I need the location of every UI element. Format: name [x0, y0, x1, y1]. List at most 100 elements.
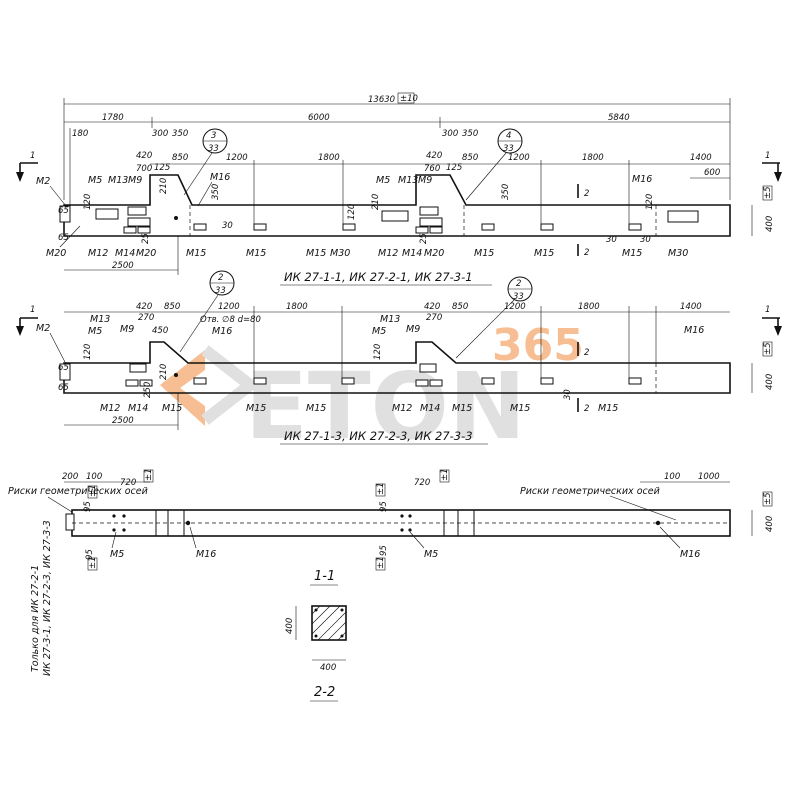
- svg-text:420: 420: [426, 151, 442, 161]
- svg-text:30: 30: [222, 221, 233, 231]
- svg-text:65: 65: [58, 206, 69, 216]
- svg-text:2: 2: [516, 279, 521, 289]
- svg-text:420: 420: [136, 151, 152, 161]
- svg-text:720: 720: [414, 478, 430, 488]
- svg-text:270: 270: [138, 313, 154, 323]
- section-cut-name: 2-2: [314, 685, 335, 700]
- svg-text:100: 100: [664, 472, 680, 482]
- svg-text:М5: М5: [372, 326, 386, 337]
- svg-text:760: 760: [424, 164, 440, 174]
- section-width: 400: [320, 663, 336, 673]
- svg-text:30: 30: [606, 235, 617, 245]
- svg-text:М14: М14: [128, 403, 148, 414]
- part-m30-left: [381, 210, 409, 222]
- svg-text:1: 1: [765, 305, 770, 315]
- beam-2-outline: [63, 341, 731, 394]
- svg-text:350: 350: [501, 184, 511, 200]
- svg-text:М15: М15: [534, 248, 554, 259]
- svg-text:±5: ±5: [763, 492, 773, 505]
- axis-marks-note-right: Риски геометрических осей: [520, 486, 660, 497]
- svg-text:420: 420: [424, 302, 440, 312]
- svg-text:1400: 1400: [690, 153, 712, 163]
- svg-text:120: 120: [373, 344, 383, 360]
- svg-text:М16: М16: [680, 549, 700, 560]
- svg-text:125: 125: [446, 163, 462, 173]
- callout-bubble-1: 3 33: [183, 128, 228, 196]
- svg-text:350: 350: [172, 129, 188, 139]
- svg-text:95: 95: [379, 501, 389, 512]
- svg-text:М15: М15: [162, 403, 182, 414]
- callout-bubble-3: 2 33: [179, 270, 235, 353]
- svg-text:1800: 1800: [318, 153, 340, 163]
- svg-text:±1: ±1: [144, 468, 154, 481]
- end-plate-m2: [59, 205, 71, 223]
- vertical-note-2: ИК 27-3-1, ИК 27-2-3, ИК 27-3-3: [42, 520, 53, 676]
- part-m5: [95, 208, 119, 220]
- view-1-base-dim: 2500: [112, 261, 134, 271]
- svg-text:±5: ±5: [763, 186, 773, 199]
- view-1-labels: М2 М5 М13 М9 М16 М5 М13 М9 М16 М20 М12 М…: [36, 172, 688, 259]
- section-1-1: 1-1 400 400 2-2: [285, 569, 347, 702]
- dim-5840: 5840: [608, 113, 630, 123]
- view-3-dimensions: 200 100 ±1 720 ±1 95 ±1 95 ±1 720 ±1 95 …: [62, 468, 775, 571]
- svg-text:М15: М15: [598, 403, 618, 414]
- svg-text:33: 33: [208, 144, 219, 154]
- svg-text:30: 30: [563, 389, 573, 400]
- svg-text:120: 120: [645, 194, 655, 210]
- section-mark-left: 1: [30, 151, 35, 161]
- svg-text:±1: ±1: [376, 482, 386, 495]
- svg-text:65: 65: [58, 383, 69, 393]
- svg-text:М16: М16: [212, 326, 232, 337]
- svg-text:25: 25: [141, 233, 151, 244]
- svg-text:М5: М5: [88, 326, 102, 337]
- part-m13: [127, 206, 147, 216]
- section-title: 1-1: [314, 569, 335, 584]
- svg-text:М16: М16: [684, 325, 704, 336]
- svg-text:М9: М9: [128, 175, 142, 186]
- view-1-caption: ИК 27-1-1, ИК 27-2-1, ИК 27-3-1: [284, 270, 473, 284]
- svg-text:400: 400: [765, 374, 775, 390]
- svg-text:М20: М20: [424, 248, 444, 259]
- part-m30-right: [667, 210, 699, 223]
- watermark-logo-mark-2: [201, 345, 260, 425]
- svg-text:33: 33: [503, 144, 514, 154]
- section-mark-right: 1: [765, 151, 770, 161]
- svg-text:М15: М15: [306, 403, 326, 414]
- svg-text:65: 65: [58, 363, 69, 373]
- svg-text:М12: М12: [392, 403, 412, 414]
- svg-text:М9: М9: [418, 175, 432, 186]
- svg-text:350: 350: [211, 184, 221, 200]
- svg-text:2: 2: [584, 248, 589, 258]
- svg-text:1200: 1200: [504, 302, 526, 312]
- svg-text:30: 30: [640, 235, 651, 245]
- svg-text:65: 65: [58, 233, 69, 243]
- svg-text:95: 95: [85, 549, 95, 560]
- section-arrow-right-2: 1: [762, 305, 782, 336]
- view-2-labels: М2 М13 М5 М9 М16 М13 М5 М9 М16 М12 М14 М…: [36, 314, 704, 414]
- svg-text:М5: М5: [88, 175, 102, 186]
- svg-text:М2: М2: [36, 176, 50, 187]
- svg-text:350: 350: [462, 129, 478, 139]
- svg-text:3: 3: [211, 131, 216, 141]
- svg-text:95: 95: [83, 501, 93, 512]
- svg-text:400: 400: [765, 516, 775, 532]
- svg-text:450: 450: [152, 326, 168, 336]
- svg-text:М15: М15: [306, 248, 326, 259]
- svg-text:М5: М5: [376, 175, 390, 186]
- svg-text:М15: М15: [510, 403, 530, 414]
- svg-text:850: 850: [452, 302, 468, 312]
- section-arrow-right: 1: [762, 151, 782, 182]
- part-m9: [127, 217, 151, 227]
- svg-text:М9: М9: [406, 324, 420, 335]
- svg-text:2: 2: [584, 189, 589, 199]
- vertical-note-1: Только для ИК 27-2-1: [30, 565, 41, 672]
- svg-text:720: 720: [120, 478, 136, 488]
- svg-text:100: 100: [86, 472, 102, 482]
- svg-text:М15: М15: [186, 248, 206, 259]
- svg-text:120: 120: [83, 344, 93, 360]
- svg-text:210: 210: [159, 364, 169, 380]
- svg-text:1: 1: [30, 305, 35, 315]
- view-3-labels: Риски геометрических осей Риски геометри…: [8, 486, 700, 676]
- svg-text:2: 2: [218, 273, 223, 283]
